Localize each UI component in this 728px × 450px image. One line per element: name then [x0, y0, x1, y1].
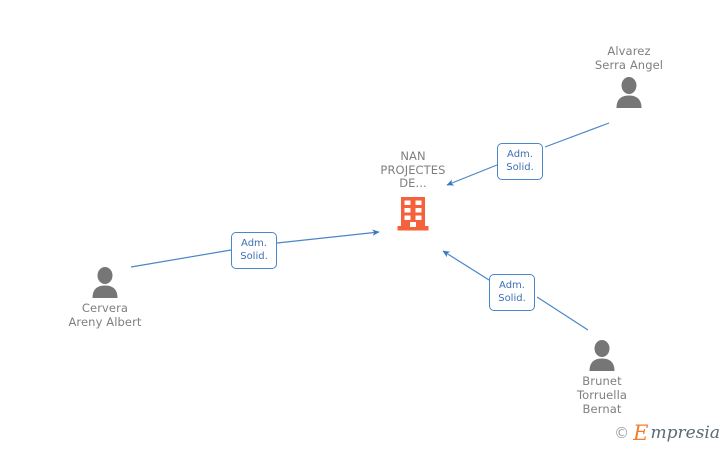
company-node[interactable]: NAN PROJECTES DE... [358, 149, 468, 231]
relation-badge-cervera[interactable]: Adm. Solid. [231, 232, 277, 269]
person-icon [92, 267, 118, 298]
copyright-icon: © [614, 424, 630, 442]
person-node-cervera-areny-albert[interactable]: Cervera Areny Albert [35, 266, 175, 329]
person-name-label: Cervera Areny Albert [68, 301, 142, 329]
person-node-alvarez-serra-angel[interactable]: Alvarez Serra Angel [559, 44, 699, 108]
person-node-brunet-torruella-bernat[interactable]: Brunet Torruella Bernat [532, 339, 672, 416]
relation-badge-alvarez[interactable]: Adm. Solid. [497, 143, 543, 180]
person-icon [616, 77, 642, 108]
person-icon [589, 340, 615, 371]
person-name-label: Alvarez Serra Angel [594, 44, 664, 72]
brand-initial: E [633, 421, 649, 445]
building-icon [397, 196, 429, 230]
person-name-label: Brunet Torruella Bernat [576, 374, 628, 416]
brand-name: mpresia [650, 423, 721, 443]
empresia-watermark: © E mpresia [614, 423, 720, 444]
company-name-label: NAN PROJECTES DE... [380, 149, 446, 190]
relation-badge-brunet[interactable]: Adm. Solid. [489, 274, 535, 311]
